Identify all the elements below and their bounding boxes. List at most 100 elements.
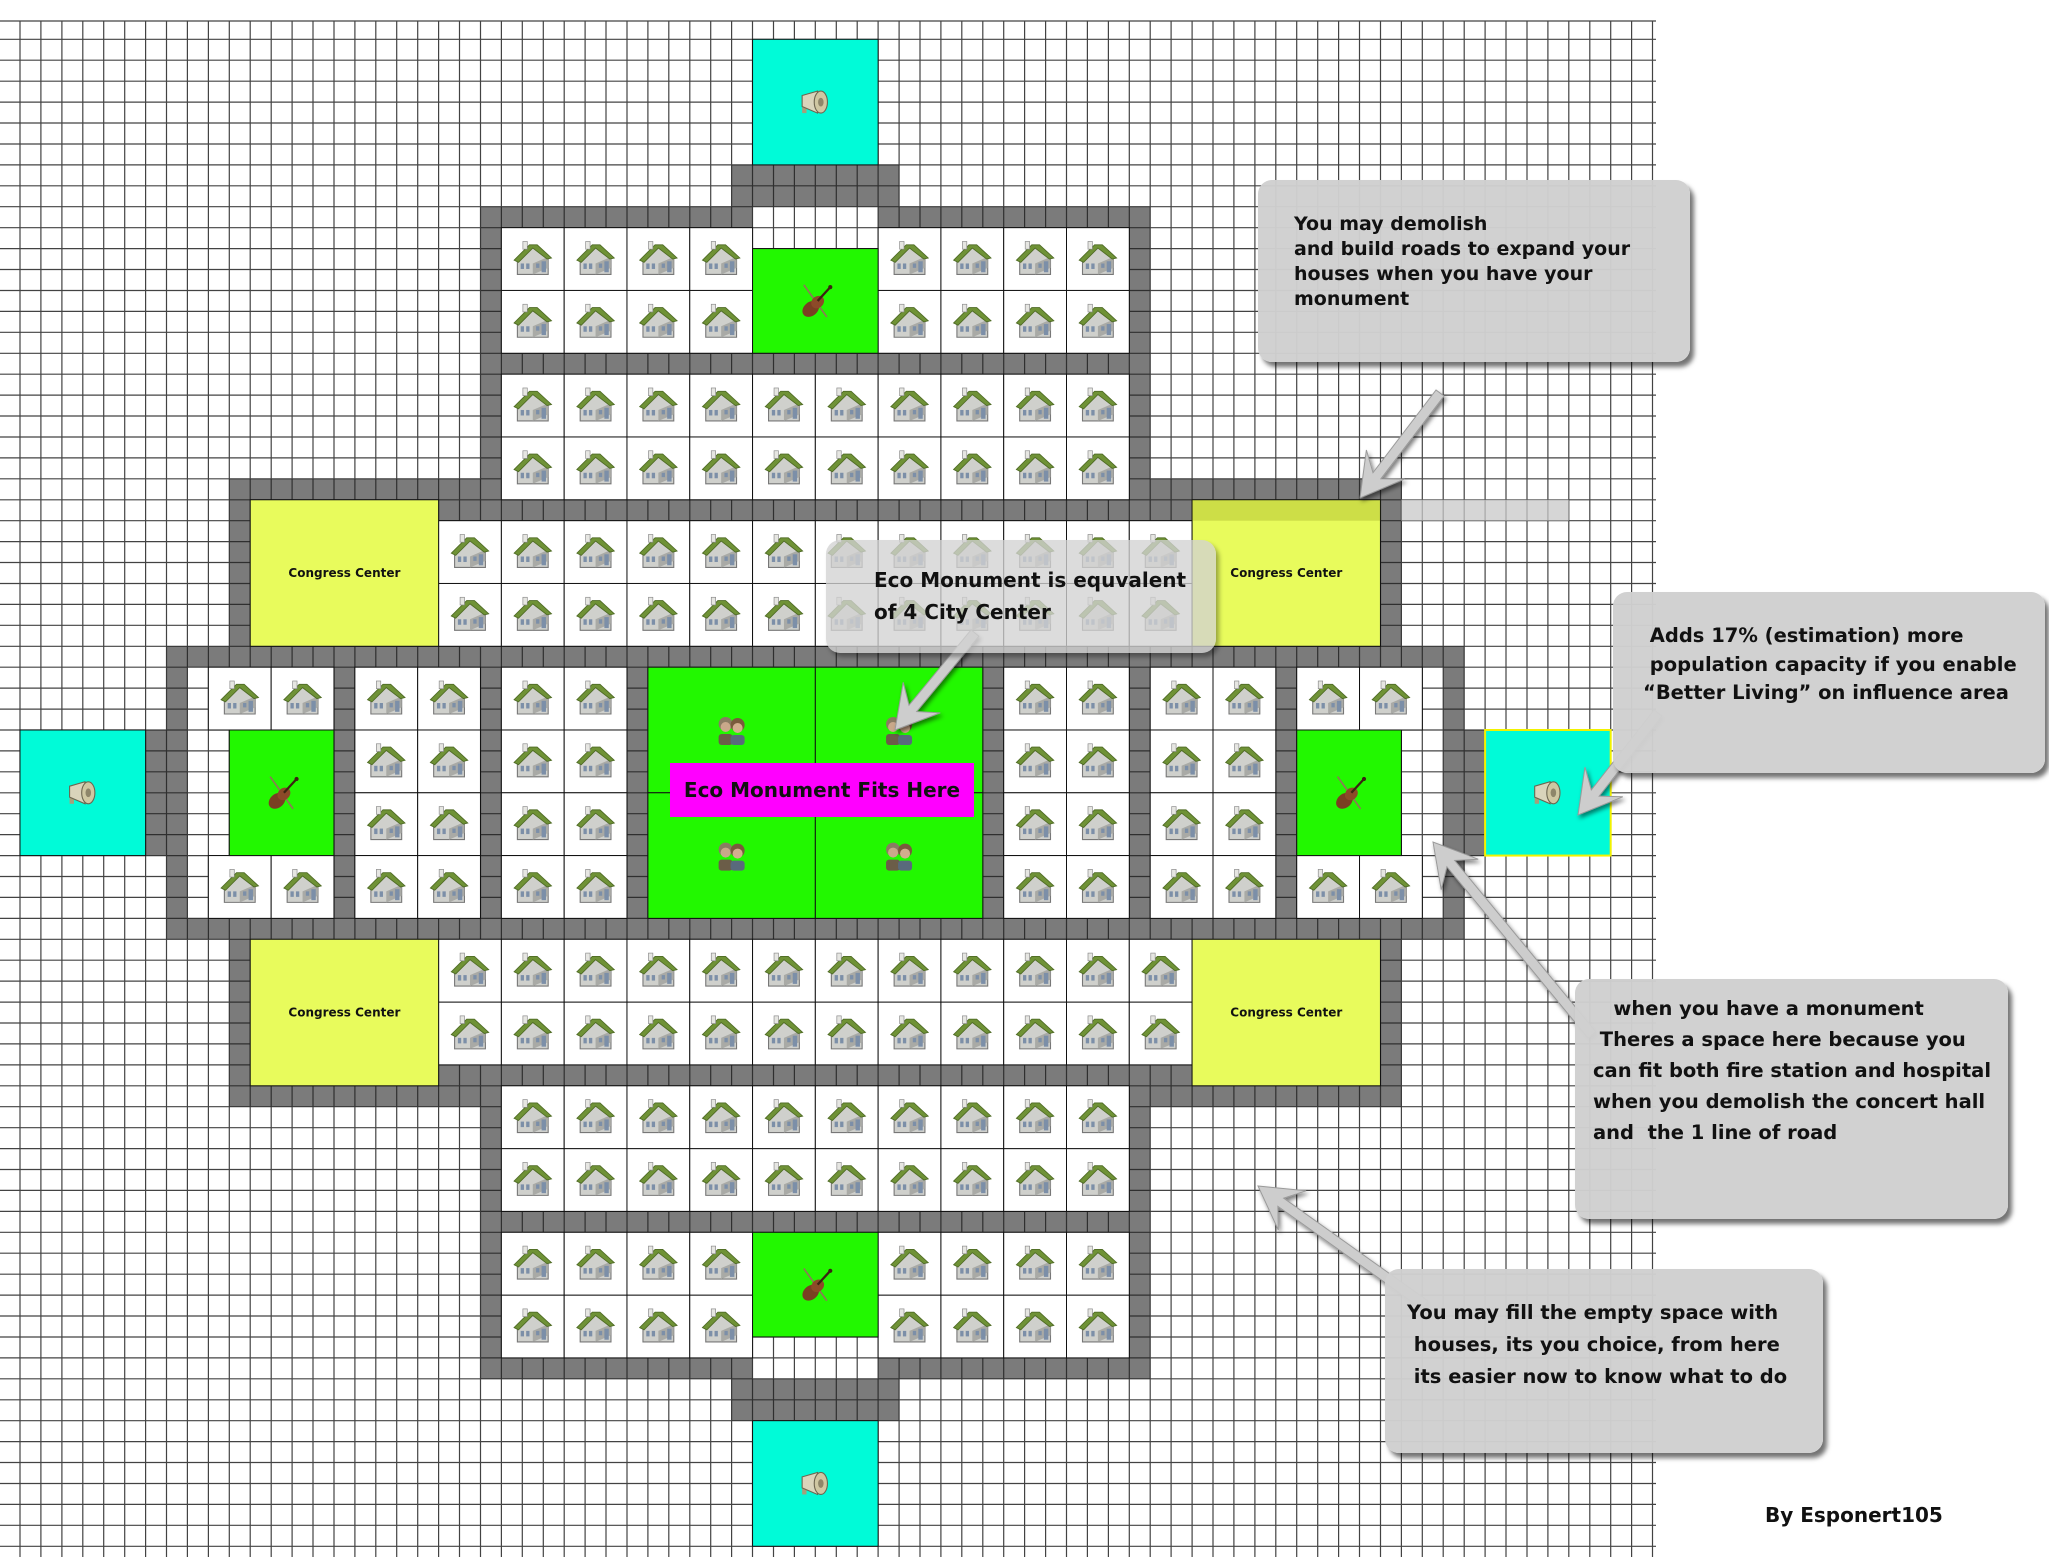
house-tile [563,729,628,794]
house-tile [752,938,816,1003]
house-tile [626,227,691,291]
house-tile [1003,1085,1068,1150]
road-segment [480,206,753,228]
house-tile [814,938,879,1003]
house-tile [814,373,879,438]
house-tile [689,227,754,291]
house-tile [940,938,1005,1003]
callout-better-living: Adds 17% (estimation) more population ca… [1613,592,2045,773]
congress-center [1191,499,1381,647]
house-tile [1066,1148,1130,1212]
house-tile [438,938,502,1003]
house-tile [1003,792,1068,857]
house-tile [752,436,816,501]
house-tile [689,1148,754,1212]
house-tile [877,1294,942,1359]
house-tile [563,436,628,501]
house-tile [500,227,565,291]
house-tile [689,1294,754,1359]
house-tile [417,792,481,857]
house-tile [877,289,942,354]
house-tile [500,666,565,731]
propaganda-center [752,38,879,166]
house-tile [626,436,691,501]
house-tile [500,938,565,1003]
house-tile [940,1231,1005,1296]
house-tile [1003,227,1068,291]
house-tile [1066,289,1130,354]
house-tile [877,373,942,438]
house-tile [500,1231,565,1296]
house-tile [563,1085,628,1150]
callout-line: its easier now to know what to do [1407,1365,1788,1388]
road-segment [480,1357,753,1379]
house-tile [752,582,816,647]
house-tile [1066,666,1130,731]
house-tile [354,792,419,857]
house-tile [1149,666,1214,731]
callout-line: of 4 City Center [874,600,1051,624]
house-tile [689,1231,754,1296]
congress-center [249,938,440,1087]
callout-line: and build roads to expand your [1294,238,1631,260]
house-tile [752,1001,816,1066]
house-tile [689,436,754,501]
house-tile [689,1001,754,1066]
author-signature: By Esponert105 [1765,1503,1943,1527]
house-tile [438,520,502,584]
concert-hall [228,729,335,857]
house-tile [1066,792,1130,857]
callout-line: when you have a monument [1593,997,1924,1020]
house-tile [500,289,565,354]
house-tile [1359,855,1423,919]
house-tile [563,938,628,1003]
road-segment [229,1085,502,1107]
road-segment [229,478,251,668]
house-tile [417,666,481,731]
house-tile [500,792,565,857]
house-tile [1003,938,1068,1003]
megaphone-icon [69,781,96,805]
house-tile [752,520,816,584]
house-tile [500,520,565,584]
house-tile [500,1294,565,1359]
house-tile [1128,938,1193,1003]
callout-line: houses when you have your [1294,263,1593,285]
megaphone-icon [801,90,828,114]
house-tile [1003,289,1068,354]
house-tile [626,938,691,1003]
house-tile [1212,855,1277,919]
house-tile [1296,855,1361,919]
house-tile [877,1231,942,1296]
callout-line: You may fill the empty space with [1407,1301,1779,1324]
house-tile [689,938,754,1003]
house-tile [1149,729,1214,794]
callout-line: and the 1 line of road [1593,1121,1838,1144]
eco-monument-fits-label: Eco Monument Fits Here [670,763,974,817]
house-tile [1003,1148,1068,1212]
house-tile [354,666,419,731]
house-tile [207,855,272,919]
house-tile [1066,1231,1130,1296]
house-tile [270,666,335,731]
house-tile [626,1001,691,1066]
house-tile [940,289,1005,354]
house-tile [877,938,942,1003]
congress-center [1191,938,1381,1087]
house-tile [689,582,754,647]
house-tile [689,520,754,584]
callout-line: monument [1294,288,1410,310]
expansion-highlight [1192,499,1569,521]
house-tile [626,1148,691,1212]
house-tile [1066,938,1130,1003]
house-tile [1149,792,1214,857]
house-tile [877,436,942,501]
house-tile [1066,436,1130,501]
house-tile [563,1294,628,1359]
house-tile [814,436,879,501]
concert-hall [752,248,879,354]
road-segment [1129,1085,1402,1107]
congress-center [249,499,440,647]
house-tile [1003,436,1068,501]
